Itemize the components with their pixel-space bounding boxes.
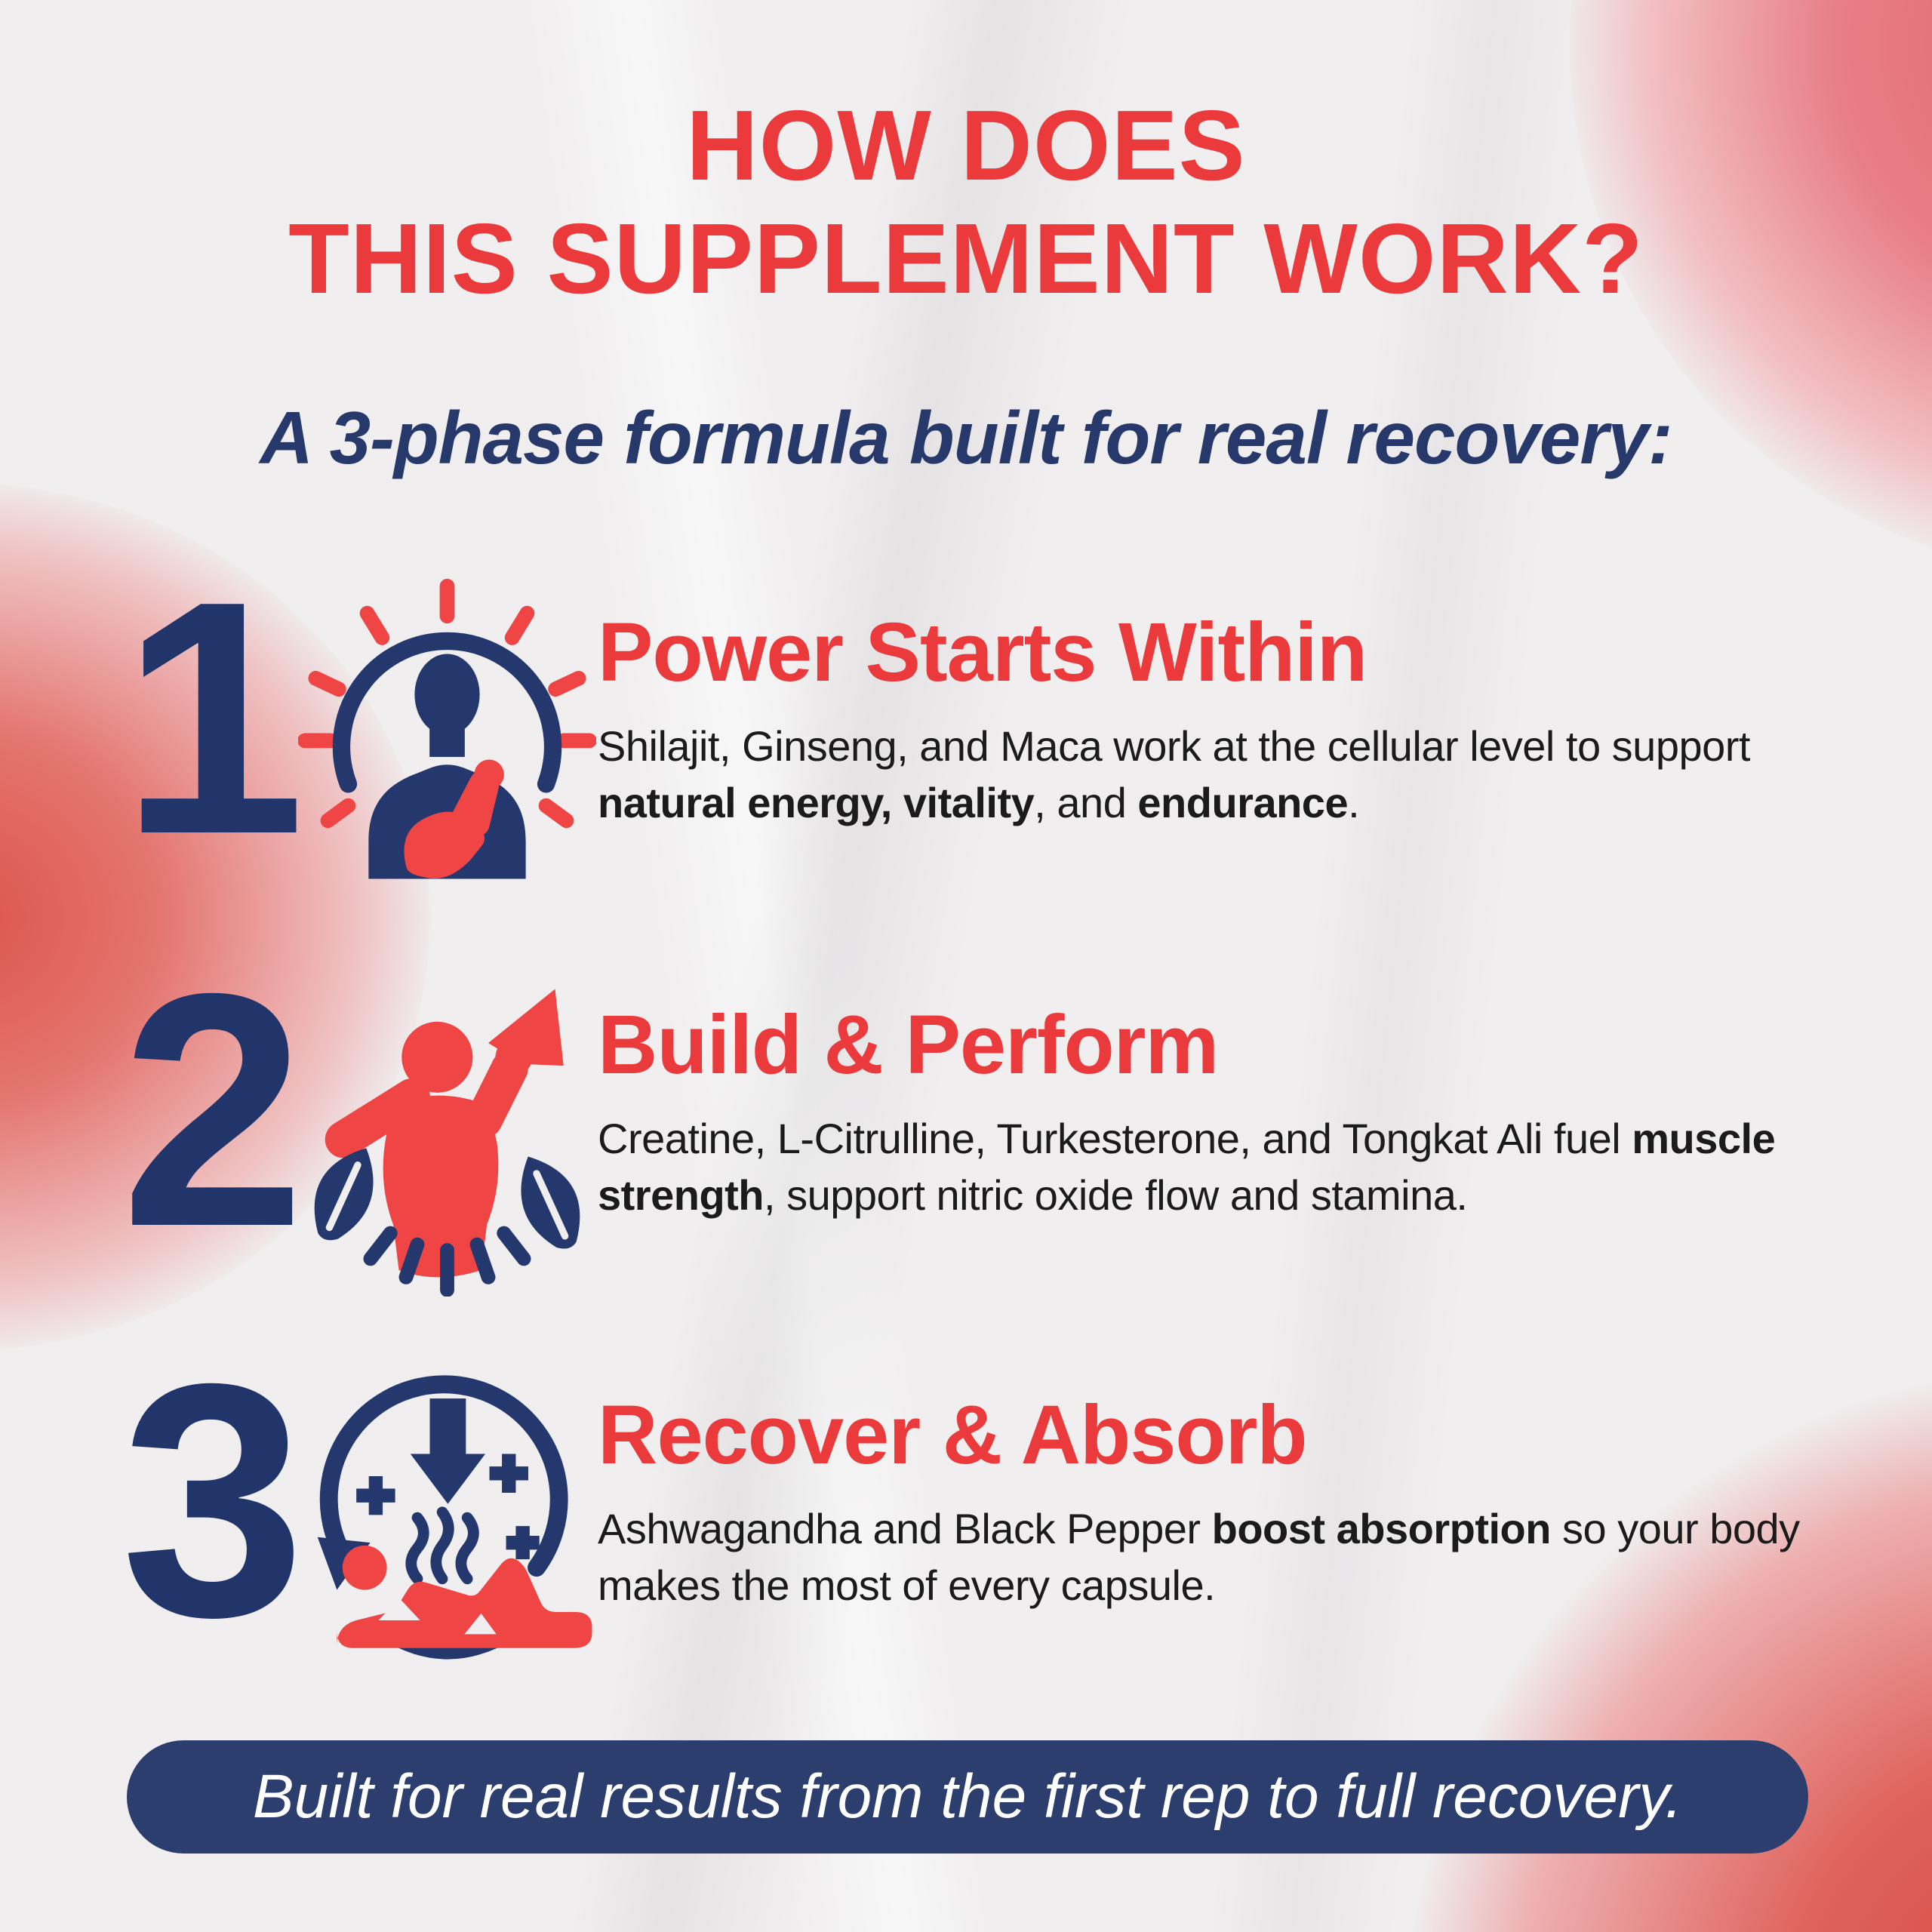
- title-line-1: HOW DOES: [686, 90, 1246, 201]
- footer-banner-text: Built for real results from the first re…: [252, 1762, 1683, 1831]
- inner-power-icon: [297, 576, 597, 904]
- step-1-heading: Power Starts Within: [598, 606, 1367, 699]
- title-line-2: THIS SUPPLEMENT WORK?: [288, 203, 1644, 315]
- step-2-number: 2: [121, 925, 306, 1296]
- step-2-heading: Build & Perform: [598, 998, 1219, 1091]
- footer-banner: Built for real results from the first re…: [127, 1740, 1808, 1854]
- step-3-text: Recover & Absorb Ashwagandha and Black P…: [598, 1352, 1841, 1614]
- muscle-growth-icon: [298, 968, 596, 1297]
- step-2-description: Creatine, L-Citrulline, Turkesterone, an…: [598, 1115, 1776, 1219]
- step-1-number: 1: [121, 533, 306, 903]
- step-3-heading: Recover & Absorb: [598, 1389, 1308, 1481]
- page-title: HOW DOES THIS SUPPLEMENT WORK?: [0, 89, 1932, 316]
- step-2: 2: [121, 925, 1841, 1297]
- step-3-description: Ashwagandha and Black Pepper boost absor…: [598, 1505, 1800, 1609]
- step-3-number: 3: [121, 1315, 306, 1686]
- step-1-description: Shilajit, Ginseng, and Maca work at the …: [598, 722, 1750, 826]
- step-1: 1: [121, 533, 1841, 904]
- step-3: 3: [121, 1315, 1841, 1687]
- step-2-text: Build & Perform Creatine, L-Citrulline, …: [598, 962, 1841, 1223]
- recovery-absorption-icon: [298, 1358, 596, 1687]
- page-subtitle: A 3-phase formula built for real recover…: [260, 396, 1672, 479]
- step-1-text: Power Starts Within Shilajit, Ginseng, a…: [598, 570, 1841, 831]
